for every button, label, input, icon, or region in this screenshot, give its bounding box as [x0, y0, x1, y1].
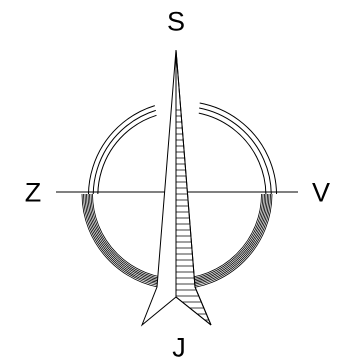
south-label: J — [172, 332, 186, 363]
west-label: Z — [24, 177, 42, 208]
east-label: V — [311, 177, 331, 208]
north-label: S — [166, 6, 186, 37]
compass-ring-upper — [88, 102, 278, 194]
arrow-left-half — [140, 49, 177, 327]
